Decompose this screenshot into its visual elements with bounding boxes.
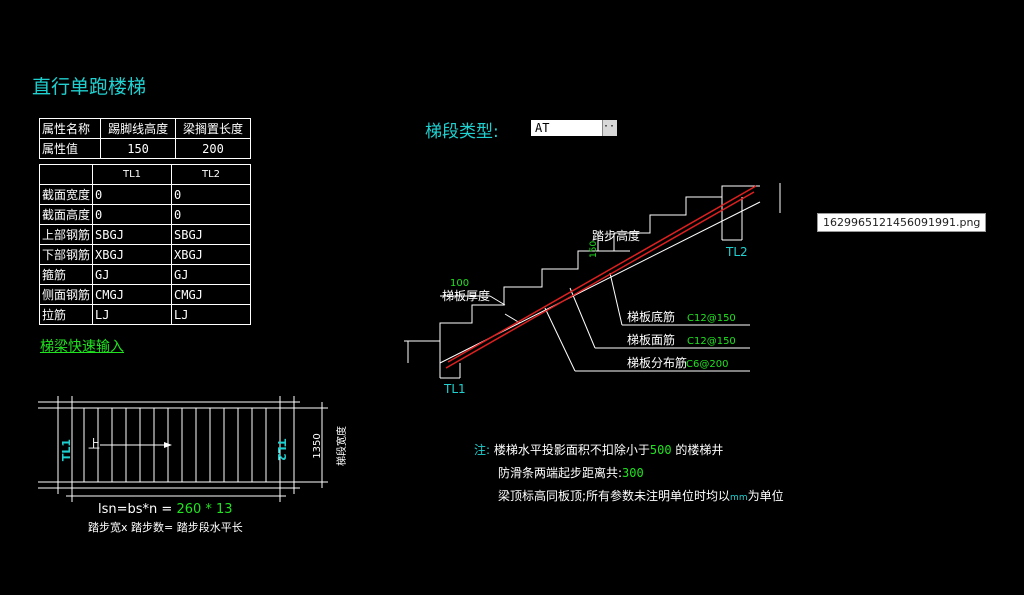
page-title: 直行单跑楼梯 [32,76,147,98]
formula-prefix: lsn=bs*n = [98,502,176,517]
filename-tooltip: 1629965121456091991.png [817,213,987,232]
rebar-bottom-label: 梯板底筋 [627,309,675,324]
note-text: 防滑条两端起步距离共: [498,466,623,480]
thickness-value: 100 [450,278,469,289]
table-row: 截面宽度 0 0 [38,184,251,205]
attr-header-beam-bearing: 梁搁置长度 [175,118,251,139]
note-text: 为单位 [747,489,784,503]
beam-col-tl1: TL1 [92,164,172,185]
thickness-label: 梯板厚度 [442,288,490,303]
attr-header-skirting: 踢脚线高度 [100,118,177,139]
tread-height-label: 踏步高度 [592,228,640,243]
beam-col-tl2: TL2 [171,164,251,185]
table-row: 上部钢筋 SBGJ SBGJ [38,224,251,245]
beam-cell-tl2[interactable]: CMGJ [171,284,251,305]
rebar-top-value: C12@150 [687,336,736,347]
attr-row-label: 属性值 [38,138,102,159]
rebar-bottom-value: C12@150 [687,313,736,324]
beam-cell-tl1[interactable]: 0 [92,204,172,225]
beam-cell-tl1[interactable]: XBGJ [92,244,172,265]
segment-type-select[interactable]: AT ··· [531,120,621,136]
beam-row-label: 上部钢筋 [38,224,94,245]
beam-table: TL1 TL2 截面宽度 0 0 截面高度 0 0 上部钢筋 SBGJ SBGJ… [38,164,251,325]
up-label: 上 [88,437,100,451]
beam-cell-tl2[interactable]: LJ [171,304,251,325]
note-unit: mm [730,493,748,503]
note-text: 的楼梯井 [671,443,724,457]
attr-beam-bearing-value[interactable]: 200 [175,138,251,159]
beam-row-label: 截面宽度 [38,184,94,205]
plan-width-label: 梯段宽度 [335,426,348,466]
quick-beam-input-link[interactable]: 梯梁快速输入 [40,339,124,355]
beam-cell-tl2[interactable]: 0 [171,204,251,225]
beam-row-label: 拉筋 [38,304,94,325]
segment-type-label: 梯段类型: [425,122,499,142]
attr-header-name: 属性名称 [38,118,102,139]
beam-row-label: 侧面钢筋 [38,284,94,305]
note-text: 梁顶标高同板顶;所有参数未注明单位时均以 [498,489,731,503]
table-row: 箍筋 GJ GJ [38,264,251,285]
beam-cell-tl1[interactable]: SBGJ [92,224,172,245]
note-prefix: 注: [474,443,491,457]
rebar-top-label: 梯板面筋 [627,332,675,347]
note-value: 300 [622,466,644,480]
plan-tl1-label: TL1 [60,439,73,461]
stair-section-drawing: 踏步高度 150 100 梯板厚度 TL1 TL2 梯板底筋 C12@150 梯… [404,183,781,396]
beam-table-corner [38,164,94,185]
beam-cell-tl1[interactable]: GJ [92,264,172,285]
beam-cell-tl2[interactable]: XBGJ [171,244,251,265]
beam-row-label: 箍筋 [38,264,94,285]
table-row: 下部钢筋 XBGJ XBGJ [38,244,251,265]
section-tl2-label: TL2 [725,245,748,259]
stair-plan-drawing: 上 TL1 TL2 1350 梯段宽度 lsn=bs*n = 260 * 13 … [38,396,348,534]
segment-type-value: AT [535,121,550,135]
beam-cell-tl1[interactable]: LJ [92,304,172,325]
tread-height-value: 150 [589,241,599,258]
note-line-3: 梁顶标高同板顶;所有参数未注明单位时均以mm为单位 [498,487,784,504]
beam-cell-tl2[interactable]: SBGJ [171,224,251,245]
rebar-distribution-label: 梯板分布筋 [627,355,687,370]
note-value: 500 [649,443,672,457]
note-line-1: 注: 楼梯水平投影面积不扣除小于500 的楼梯井 [474,441,723,458]
formula-values: 260 * 13 [176,502,232,517]
plan-width-value: 1350 [312,433,323,458]
formula: lsn=bs*n = 260 * 13 [98,502,233,517]
beam-row-label: 下部钢筋 [38,244,94,265]
plan-tl2-label: TL2 [275,439,288,461]
table-row: 截面高度 0 0 [38,204,251,225]
note-text: 楼梯水平投影面积不扣除小于 [493,443,650,457]
beam-cell-tl2[interactable]: 0 [171,184,251,205]
rebar-distribution-value: C6@200 [686,359,728,370]
ellipsis-button[interactable]: ··· [602,120,621,136]
formula-caption: 踏步宽x 踏步数= 踏步段水平长 [88,520,243,534]
beam-cell-tl1[interactable]: 0 [92,184,172,205]
note-line-2: 防滑条两端起步距离共:300 [498,464,644,481]
beam-row-label: 截面高度 [38,204,94,225]
attribute-table: 属性名称 踢脚线高度 梁搁置长度 属性值 150 200 [38,118,251,159]
beam-cell-tl1[interactable]: CMGJ [92,284,172,305]
section-tl1-label: TL1 [443,382,466,396]
attr-skirting-value[interactable]: 150 [100,138,177,159]
table-row: 拉筋 LJ LJ [38,304,251,325]
beam-cell-tl2[interactable]: GJ [171,264,251,285]
table-row: 侧面钢筋 CMGJ CMGJ [38,284,251,305]
